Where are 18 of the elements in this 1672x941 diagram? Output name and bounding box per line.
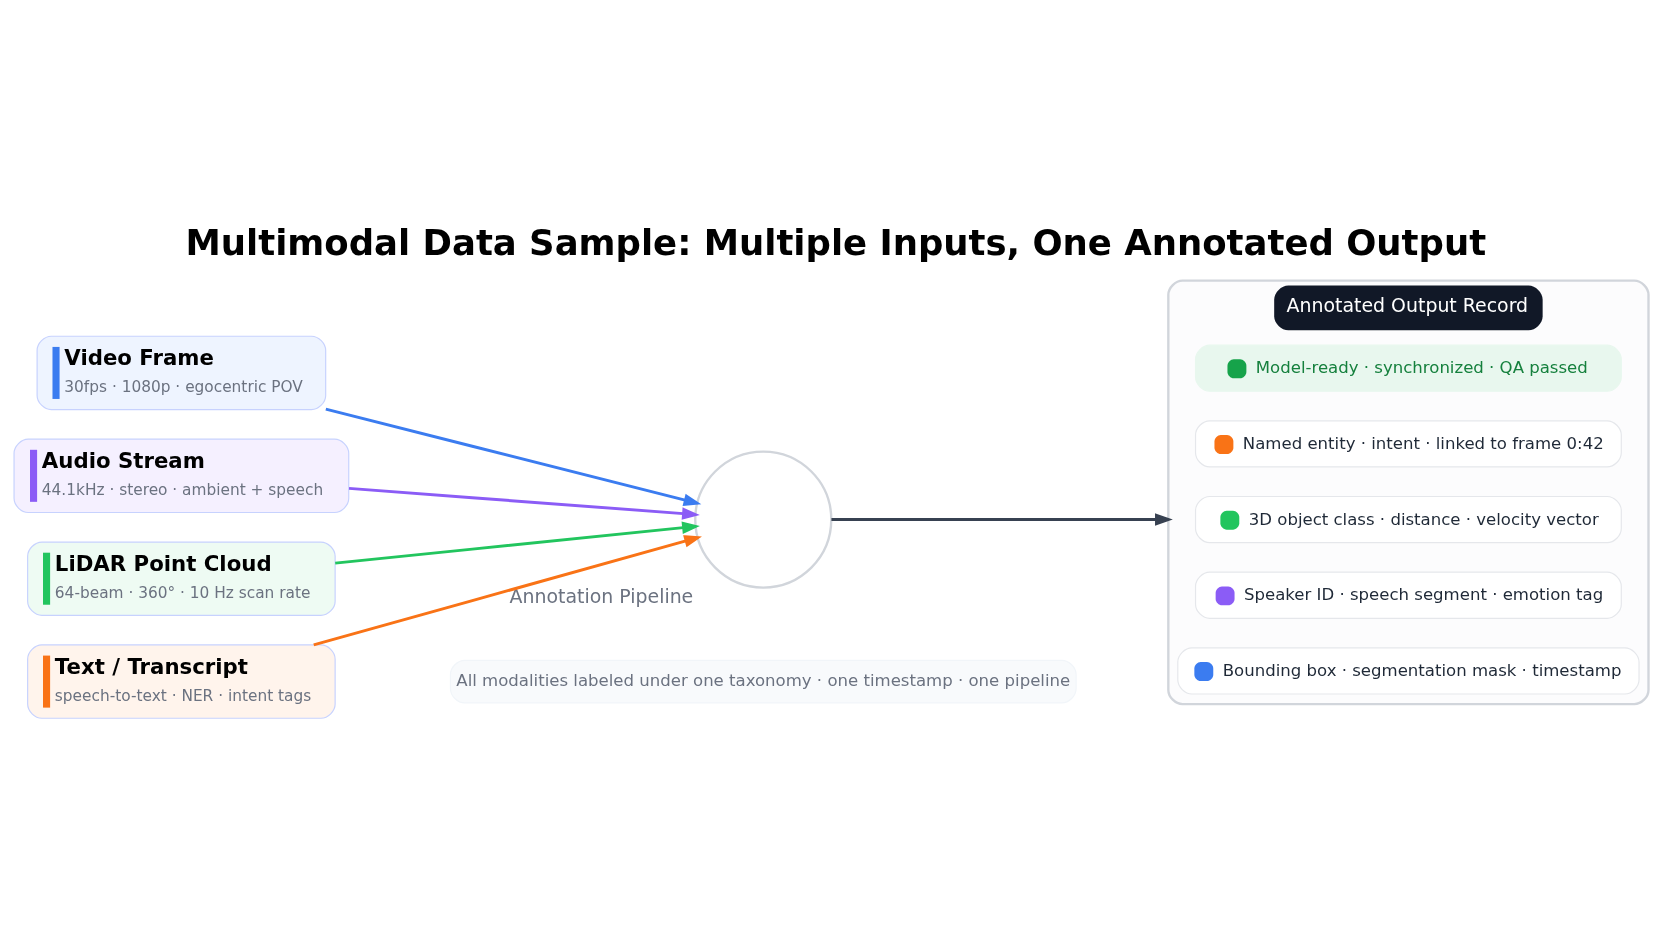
arrow	[831, 513, 1173, 526]
node-box: Video Frame 30fps · 1080p · egocentric POV	[36, 335, 327, 411]
node-box: Audio Stream 44.1kHz · stereo · ambient + speech	[13, 438, 350, 514]
caption: All modalities labeled under one taxonomy · one timestamp · one pipeline	[456, 670, 1071, 690]
arrow	[335, 521, 700, 565]
arrow	[325, 407, 702, 506]
node-box: Model-ready · synchronized · QA passed	[1194, 344, 1622, 392]
node-box: 3D object class · distance · velocity vector	[1194, 495, 1622, 544]
node-box: LiDAR Point Cloud 64-beam · 360° · 10 Hz scan rate	[27, 541, 336, 616]
diagram-title: Multimodal Data Sample: Multiple Inputs, One Annotated Output	[185, 221, 1487, 263]
node-circle	[694, 450, 833, 589]
node-box: Named entity · intent · linked to frame 0:42	[1194, 420, 1622, 468]
arrow	[313, 535, 702, 647]
arrow	[348, 486, 700, 520]
node-label: Annotation Pipeline	[509, 584, 694, 607]
node-box: Text / Transcript speech-to-text · NER · intent tags	[27, 644, 336, 719]
node-box: Speaker ID · speech segment · emotion tag	[1194, 571, 1622, 619]
node-box: Bounding box · segmentation mask · timestamp	[1177, 647, 1640, 695]
